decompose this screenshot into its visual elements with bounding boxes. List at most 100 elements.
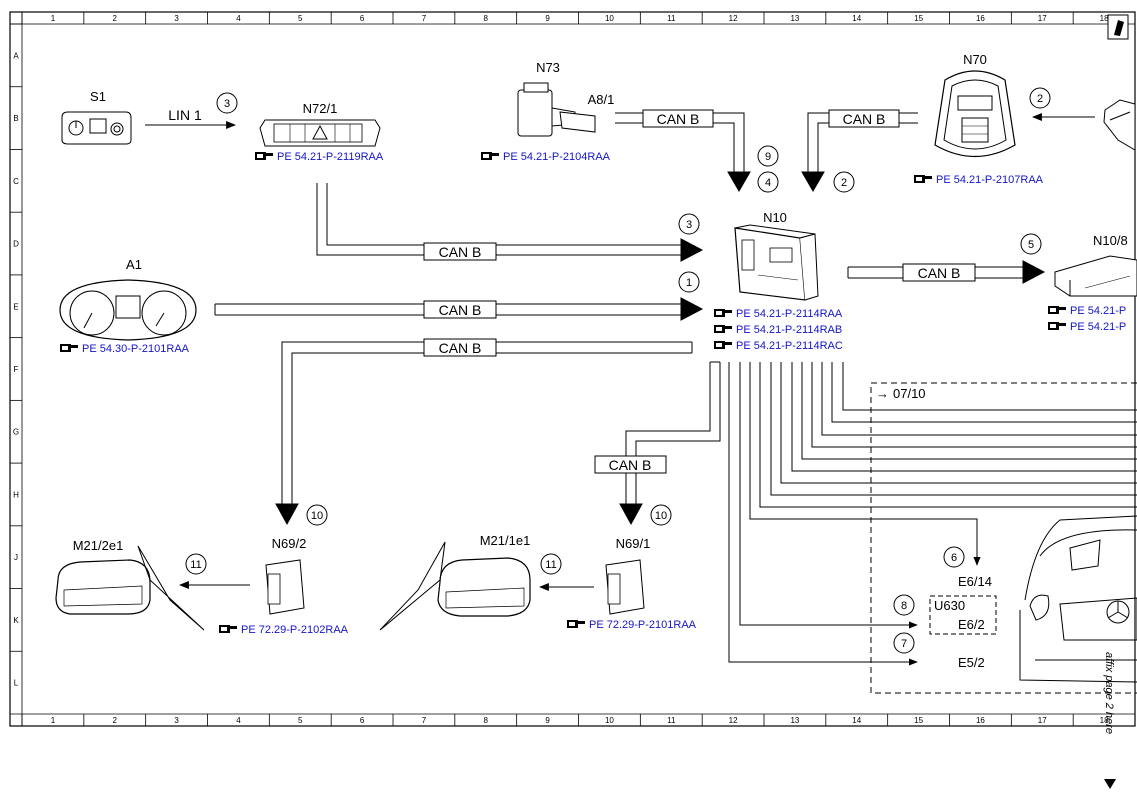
svg-text:9: 9 <box>765 151 771 163</box>
ref-n10-8-a: PE 54.21-P <box>1048 305 1126 317</box>
grid-col-top: 18 <box>1100 14 1109 23</box>
grid-row-label: G <box>13 428 19 437</box>
can-b-n10-to-n69-2 <box>275 341 693 526</box>
e5-2-label: E5/2 <box>958 655 985 670</box>
ref-n69-2: PE 72.29-P-2102RAA <box>219 624 349 636</box>
circle-number-4: 4 <box>757 171 779 193</box>
roof-component-partial <box>1103 99 1136 151</box>
vehicle-zone-dashed <box>870 382 1137 694</box>
ref-text: PE 54.21-P-2119RAA <box>277 151 384 163</box>
svg-text:4: 4 <box>765 177 771 189</box>
can-b-n72-1-to-n10 <box>316 183 704 262</box>
grid-col-bottom: 16 <box>976 716 985 725</box>
ref-a8-1: PE 54.21-P-2104RAA <box>481 151 611 163</box>
pointing-hand-icon <box>714 325 732 333</box>
pointing-hand-icon <box>60 344 78 352</box>
s1-light-switch: S1 <box>61 89 132 145</box>
grid-col-bottom: 12 <box>729 716 738 725</box>
grid-row-label: K <box>13 616 19 625</box>
svg-text:3: 3 <box>224 98 230 110</box>
n70-label: N70 <box>963 52 987 67</box>
ref-text: PE 54.21-P-2114RAB <box>736 324 842 336</box>
n72-1-control-panel: N72/1 <box>259 101 381 147</box>
circle-number-10: 10 <box>650 504 672 526</box>
pointing-hand-icon <box>1048 322 1066 330</box>
ref-n69-1: PE 72.29-P-2101RAA <box>567 619 697 631</box>
u630-label: U630 <box>934 598 965 613</box>
n70-overhead-control-panel: N70 <box>934 52 1016 158</box>
pointing-hand-icon <box>1048 306 1066 314</box>
m21-2e1-mirror: M21/2e1 <box>55 538 205 631</box>
grid-col-bottom: 5 <box>298 716 303 725</box>
grid-col-bottom: 8 <box>484 716 489 725</box>
pointing-hand-icon <box>714 309 732 317</box>
ref-text: PE 72.29-P-2102RAA <box>241 624 349 636</box>
circle-number-2: 2 <box>1029 87 1051 109</box>
document-references: PE 54.21-P-2119RAA PE 54.21-P-2104RAA PE 5… <box>60 151 1126 636</box>
ref-text: PE 54.21-P-2114RAC <box>736 340 843 352</box>
grid-col-bottom: 13 <box>790 716 799 725</box>
grid-col-top: 14 <box>852 14 861 23</box>
grid-row-label: L <box>14 679 19 688</box>
n10-sam-module: N10 <box>734 210 819 301</box>
can-b-label-n692: CAN B <box>439 340 482 356</box>
grid-col-top: 8 <box>484 14 489 23</box>
grid-col-bottom: 18 <box>1100 716 1109 725</box>
grid-col-bottom: 14 <box>852 716 861 725</box>
grid-col-bottom: 1 <box>51 716 56 725</box>
svg-text:10: 10 <box>311 510 323 522</box>
can-b-label-a81: CAN B <box>657 111 700 127</box>
grid-row-label: F <box>14 365 19 374</box>
ref-n10-8-b: PE 54.21-P <box>1048 321 1126 333</box>
affix-note-text: affix page 2 here <box>1103 652 1115 734</box>
svg-text:11: 11 <box>190 559 201 571</box>
grid-row-label: H <box>13 490 19 499</box>
corner-icon <box>1107 14 1129 40</box>
grid-row-label: E <box>13 302 18 311</box>
grid-col-bottom: 10 <box>605 716 614 725</box>
n10-output-wires <box>728 362 1137 666</box>
a1-instrument-cluster: A1 <box>59 257 197 341</box>
can-b-box-a1 <box>423 300 497 319</box>
svg-text:8: 8 <box>901 600 907 612</box>
svg-text:1: 1 <box>686 277 692 289</box>
grid-col-top: 2 <box>113 14 118 23</box>
grid-col-top: 1 <box>51 14 56 23</box>
svg-text:6: 6 <box>951 552 957 564</box>
ref-text: PE 54.21-P-2114RAA <box>736 308 843 320</box>
ref-n10-a: PE 54.21-P-2114RAA <box>714 308 843 320</box>
grid-col-bottom: 17 <box>1038 716 1047 725</box>
n69-2-label: N69/2 <box>272 536 307 551</box>
grid-col-bottom: 7 <box>422 716 427 725</box>
svg-text:7: 7 <box>901 638 907 650</box>
m21-1e1-label: M21/1e1 <box>480 533 531 548</box>
ref-text: PE 54.30-P-2101RAA <box>82 343 190 355</box>
ref-text: PE 72.29-P-2101RAA <box>589 619 697 631</box>
circle-number-5: 5 <box>1020 233 1042 255</box>
circle-number-1: 1 <box>678 271 700 293</box>
e6-2-label: E6/2 <box>958 617 985 632</box>
n69-2-door-module: N69/2 <box>265 536 307 615</box>
grid-col-bottom: 11 <box>667 716 676 725</box>
svg-text:3: 3 <box>686 219 692 231</box>
grid-row-label: J <box>14 553 18 562</box>
can-b-label-a1: CAN B <box>439 302 482 318</box>
ref-n10-c: PE 54.21-P-2114RAC <box>714 340 843 352</box>
can-b-box-a81 <box>642 109 714 128</box>
grid-col-bottom: 6 <box>360 716 365 725</box>
can-b-box-n70 <box>828 109 900 128</box>
ref-a1: PE 54.30-P-2101RAA <box>60 343 190 355</box>
grid-col-bottom: 4 <box>236 716 241 725</box>
ref-text: PE 54.21-P <box>1070 305 1126 317</box>
svg-text:2: 2 <box>1037 93 1043 105</box>
can-b-label-n70: CAN B <box>843 111 886 127</box>
circle-number-9: 9 <box>757 145 779 167</box>
grid-col-bottom: 15 <box>914 716 923 725</box>
svg-text:11: 11 <box>545 559 556 571</box>
can-b-label-n108: CAN B <box>918 265 961 281</box>
can-b-label-n72: CAN B <box>439 244 482 260</box>
grid-col-top: 6 <box>360 14 365 23</box>
circle-number-3: 3 <box>678 213 700 235</box>
